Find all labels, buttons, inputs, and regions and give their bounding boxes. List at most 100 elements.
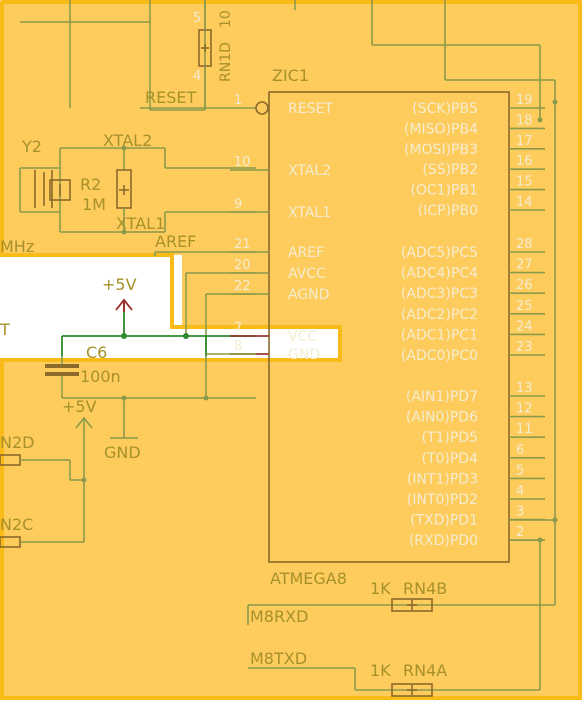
chip-pin-name-6: (T0)PD4 [421, 451, 478, 467]
chip-pin-number-17: 17 [516, 134, 533, 149]
y2-label: Y2 [21, 137, 42, 156]
rn1d-pin-top: 5 [193, 11, 201, 26]
rn2c-label: N2C [0, 515, 33, 534]
chip-pin-name-23: (ADC0)PC0 [401, 348, 478, 364]
chip-pin-name-2: (RXD)PD0 [409, 533, 478, 549]
chip-pin-number-18: 18 [516, 113, 533, 128]
chip-pin-number-1: 1 [234, 93, 242, 108]
chip-pin-number-28: 28 [516, 237, 533, 252]
chip-pin-name-19: (SCK)PB5 [412, 101, 478, 117]
chip-pin-number-12: 12 [516, 402, 533, 417]
chip-pin-number-16: 16 [516, 154, 533, 169]
chip-pin-number-23: 23 [516, 340, 533, 355]
chip-pin-name-22: AGND [288, 287, 329, 303]
chip-pin-number-13: 13 [516, 381, 533, 396]
chip-pin-number-26: 26 [516, 278, 533, 293]
chip-pin-name-8: GND [288, 347, 320, 363]
resistor-r2: R2 1M XTAL2 XTAL1 [80, 131, 165, 235]
chip-pin-number-10: 10 [234, 155, 251, 170]
vcc1-label: +5V [102, 275, 137, 294]
chip-pin-name-12: (AIN0)PD6 [406, 410, 478, 426]
aref-net-label: AREF [155, 232, 196, 251]
serial-wires: M8RXD M8TXD [247, 99, 558, 691]
resistor-rn4a: 1K RN4A [370, 661, 447, 697]
chip-pin-name-15: (OC1)PB1 [410, 183, 478, 199]
chip-name: ZIC1 [272, 66, 309, 85]
chip-pin-number-19: 19 [516, 93, 533, 108]
chip-pin-name-10: XTAL2 [288, 163, 331, 179]
rn1d-value: 10 [218, 10, 234, 28]
resistor-rn2d: N2D [0, 433, 84, 481]
gnd-label: GND [104, 443, 141, 462]
chip-value: ATMEGA8 [270, 569, 347, 588]
rn1d-pin-bottom: 4 [193, 69, 201, 84]
chip-pin-name-7: VCC [288, 329, 317, 345]
chip-pin-number-9: 9 [234, 197, 242, 212]
chip-pin-name-9: XTAL1 [288, 205, 331, 221]
chip-pin-name-24: (ADC1)PC1 [401, 327, 478, 343]
rn4b-value: 1K [370, 579, 391, 598]
chip-pin-name-11: (T1)PD5 [421, 430, 478, 446]
reset-net-label: RESET [145, 88, 196, 107]
rn4a-name: RN4A [403, 661, 447, 680]
chip-pin-number-15: 15 [516, 175, 533, 190]
chip-pin-number-24: 24 [516, 319, 533, 334]
xtal1-net-label: XTAL1 [116, 214, 165, 233]
highlight-border [0, 253, 342, 362]
resistor-rn4b: 1K RN4B [370, 579, 447, 612]
chip-pin-number-8: 8 [234, 339, 242, 354]
chip-pin-name-13: (AIN1)PD7 [406, 389, 478, 405]
chip-pin-name-4: (INT0)PD2 [407, 492, 478, 508]
chip-pin-number-2: 2 [516, 525, 524, 540]
cut-t-label: T [0, 320, 10, 339]
resistor-rn1d: 5 4 RN1D 10 [193, 0, 234, 84]
m8rxd-net-label: M8RXD [250, 607, 308, 626]
capacitor-c6: C6 100n GND +5V [45, 343, 256, 480]
rn4b-name: RN4B [403, 579, 447, 598]
m8txd-net-label: M8TXD [250, 649, 307, 668]
chip-pin-name-27: (ADC4)PC4 [401, 266, 478, 282]
chip-pin-number-22: 22 [234, 279, 251, 294]
chip-pin-name-3: (TXD)PD1 [410, 513, 478, 529]
xtal2-net-label: XTAL2 [103, 131, 152, 150]
rn1d-label: RN1D [218, 42, 234, 82]
chip-pin-number-14: 14 [516, 195, 533, 210]
chip-pin-name-25: (ADC2)PC2 [401, 307, 478, 323]
c6-name: C6 [86, 343, 107, 362]
chip-pin-number-21: 21 [234, 237, 251, 252]
chip-pin-number-25: 25 [516, 299, 533, 314]
chip-pin-number-20: 20 [234, 258, 251, 273]
vcc2-label: +5V [62, 397, 97, 416]
reset-net: RESET [69, 22, 256, 109]
chip-pin-number-11: 11 [516, 422, 533, 437]
resistor-rn2c: N2C [0, 477, 87, 548]
chip-pin-name-20: AVCC [288, 266, 326, 282]
chip-pin-name-1: RESET [288, 101, 333, 117]
chip-pin-name-18: (MISO)PB4 [404, 121, 478, 137]
chip-pin-number-7: 7 [234, 321, 242, 336]
c6-value: 100n [80, 367, 121, 386]
chip-pin-name-16: (SS)PB2 [422, 162, 478, 178]
chip-pin-number-5: 5 [516, 463, 524, 478]
r2-value: 1M [82, 195, 106, 214]
chip-pin-number-4: 4 [516, 484, 524, 499]
chip-pin-name-17: (MOSI)PB3 [404, 142, 478, 158]
chip-pin-name-28: (ADC5)PC5 [401, 245, 478, 261]
chip-pin-number-3: 3 [516, 505, 524, 520]
chip-pin-name-14: (ICP)PB0 [418, 203, 478, 219]
chip-pin-number-6: 6 [516, 443, 524, 458]
chip-pin-name-21: AREF [288, 245, 324, 261]
rn2d-label: N2D [0, 433, 34, 452]
crystal-y2: Y2 MHz [0, 137, 256, 256]
chip-pin-number-27: 27 [516, 258, 533, 273]
rn4a-value: 1K [370, 661, 391, 680]
chip-pin-name-5: (INT1)PD3 [407, 471, 478, 487]
chip-pin-name-26: (ADC3)PC3 [401, 286, 478, 302]
mhz-label: MHz [0, 237, 34, 256]
r2-name: R2 [80, 175, 101, 194]
